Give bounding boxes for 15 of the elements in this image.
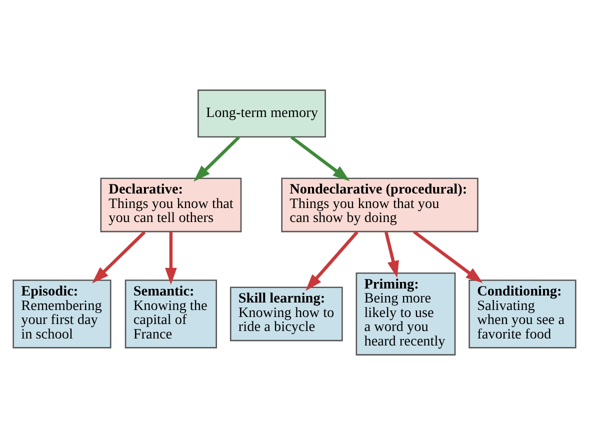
arrow (290, 136, 350, 182)
node-box: Episodic: Remembering your first day in school (12, 280, 112, 348)
node-box: Priming: Being more likely to use a word you heard recently (356, 272, 456, 356)
node-box: Conditioning: Salivating when you see a favorite food (468, 280, 576, 348)
arrow (384, 232, 399, 278)
node-box: Declarative: Things you know that you can tell others (100, 178, 242, 232)
arrow (165, 232, 177, 285)
arrow (92, 230, 146, 284)
node-box: Skill learning: Knowing how to ride a bicycle (230, 286, 343, 342)
node-box: Semantic: Knowing the capital of France (124, 280, 217, 348)
node-box: Long-term memory (198, 90, 326, 138)
arrow (194, 136, 240, 182)
arrow (413, 230, 483, 284)
node-box: Nondeclarative (procedural): Things you know that you can show by doing (281, 178, 478, 232)
arrow (306, 230, 358, 291)
